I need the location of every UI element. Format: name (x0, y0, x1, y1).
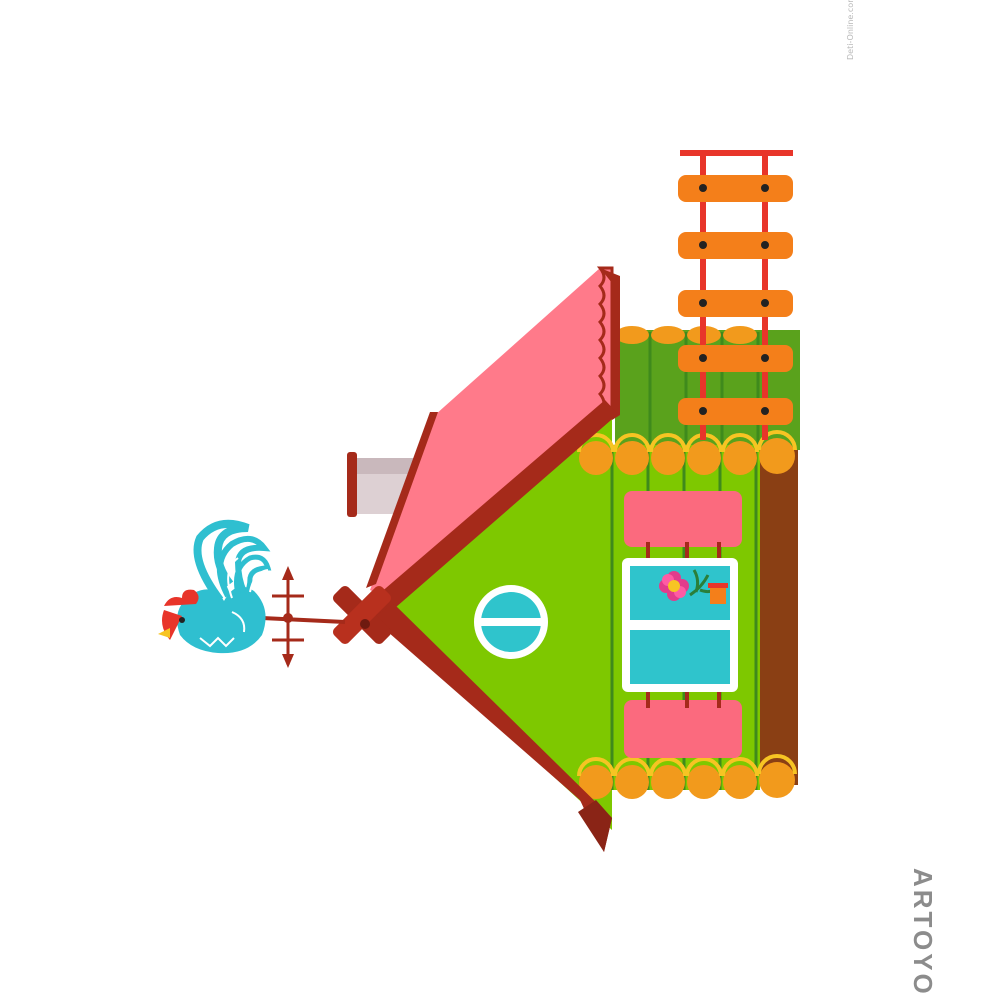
side-wall (758, 430, 798, 785)
roof (358, 266, 620, 852)
log-ends-top (577, 430, 797, 475)
round-window (474, 585, 548, 659)
window-shutters (624, 491, 742, 758)
site-watermark: Deti-Online.com (846, 0, 855, 60)
brand-watermark: ARTOYO (908, 868, 938, 997)
rooster-icon (158, 519, 272, 654)
log-ends-bottom (577, 754, 797, 799)
ladder-rungs (678, 175, 793, 425)
gable-cross-ornament (332, 585, 392, 645)
weathervane (261, 566, 346, 668)
flower-window (622, 558, 738, 692)
flower-icon (659, 569, 728, 604)
ladder (678, 150, 793, 440)
